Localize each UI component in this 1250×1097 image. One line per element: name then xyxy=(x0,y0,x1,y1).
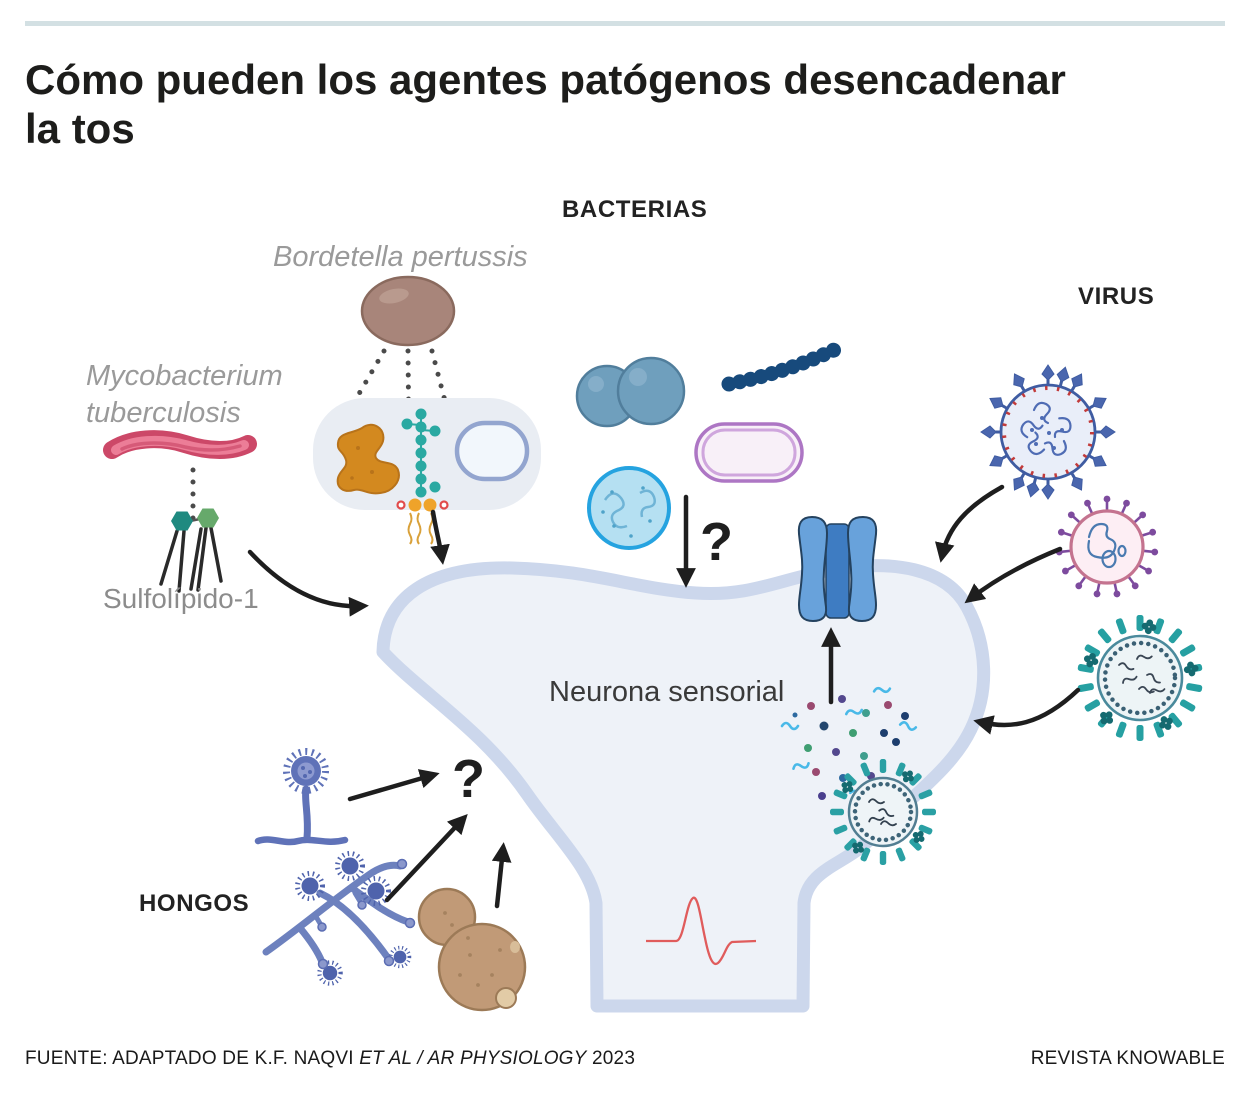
action-potential-wave xyxy=(646,896,757,966)
arrow-tealvirus-to-neuron xyxy=(973,687,1081,735)
teal-virus-icon xyxy=(1077,615,1203,741)
influenza-virus-icon xyxy=(979,363,1117,501)
yeast-fungus-icon xyxy=(417,887,527,1012)
section-label-virus: VIRUS xyxy=(1078,283,1155,310)
mycobacterium-label-line1: Mycobacterium xyxy=(86,360,283,392)
aspergillus-fungus-icon xyxy=(254,748,349,846)
arrow-influenza-to-neuron xyxy=(935,484,1005,563)
mold-fungus-icon xyxy=(262,854,416,984)
arrow-pinkvirus-to-neuron xyxy=(964,546,1063,604)
bacteria-question-mark: ? xyxy=(700,512,733,572)
mycobacterium-label-line2: tuberculosis xyxy=(86,397,241,430)
source-italic: ET AL / AR PHYSIOLOGY xyxy=(359,1048,587,1069)
pertussis-toxin-icon xyxy=(336,423,400,495)
ion-channel-receptor-icon xyxy=(797,515,878,623)
sulfolipid-label: Sulfolípido-1 xyxy=(103,583,259,614)
arrow-mold-to-neuron xyxy=(384,813,468,903)
fungi-question-mark: ? xyxy=(452,749,485,809)
neuron-label: Neurona sensorial xyxy=(549,676,785,708)
mycobacterium-label: Mycobacterium tuberculosis xyxy=(86,358,283,432)
arrows xyxy=(247,484,1081,909)
streptococcus-chain-icon xyxy=(721,342,842,392)
source-prefix: FUENTE: ADAPTADO DE K.F. NAQVI xyxy=(25,1048,360,1069)
bordetella-label: Bordetella pertussis xyxy=(273,241,528,273)
purple-capsule-bacterium-icon xyxy=(694,422,804,483)
fused-virus-icon xyxy=(830,759,936,865)
title-line-2: la tos xyxy=(25,104,135,152)
arrow-yeast-to-neuron xyxy=(491,842,512,909)
mycobacterium-rod-icon xyxy=(103,430,257,459)
secretion-panel xyxy=(313,398,541,545)
pink-virus-icon xyxy=(1054,494,1160,600)
sulfolipid-molecule-icon xyxy=(159,508,223,593)
arrow-panel-to-neuron xyxy=(430,509,450,565)
arrow-sulfolipid-to-neuron xyxy=(247,549,369,617)
diplococci-icon xyxy=(575,356,686,428)
accent-bar xyxy=(25,21,1225,26)
capsule-outline-icon xyxy=(454,420,530,482)
source-year: 2023 xyxy=(586,1048,636,1069)
lps-molecule-icon xyxy=(396,408,449,545)
title-line-1: Cómo pueden los agentes patógenos desenc… xyxy=(25,56,1066,103)
viral-particles xyxy=(780,686,918,801)
mycoplasma-icon xyxy=(587,466,671,550)
section-label-fungi: HONGOS xyxy=(139,890,250,917)
page-title: Cómo pueden los agentes patógenos desenc… xyxy=(25,56,1240,153)
sensory-neuron-shape xyxy=(376,559,991,1013)
bordetella-bacterium-icon xyxy=(360,275,456,347)
section-label-bacteria: BACTERIAS xyxy=(562,196,708,223)
source-attribution: FUENTE: ADAPTADO DE K.F. NAQVI ET AL / A… xyxy=(25,1048,635,1070)
publisher-credit: REVISTA KNOWABLE xyxy=(1030,1048,1225,1069)
arrow-aspergillus-to-neuron xyxy=(347,769,440,802)
